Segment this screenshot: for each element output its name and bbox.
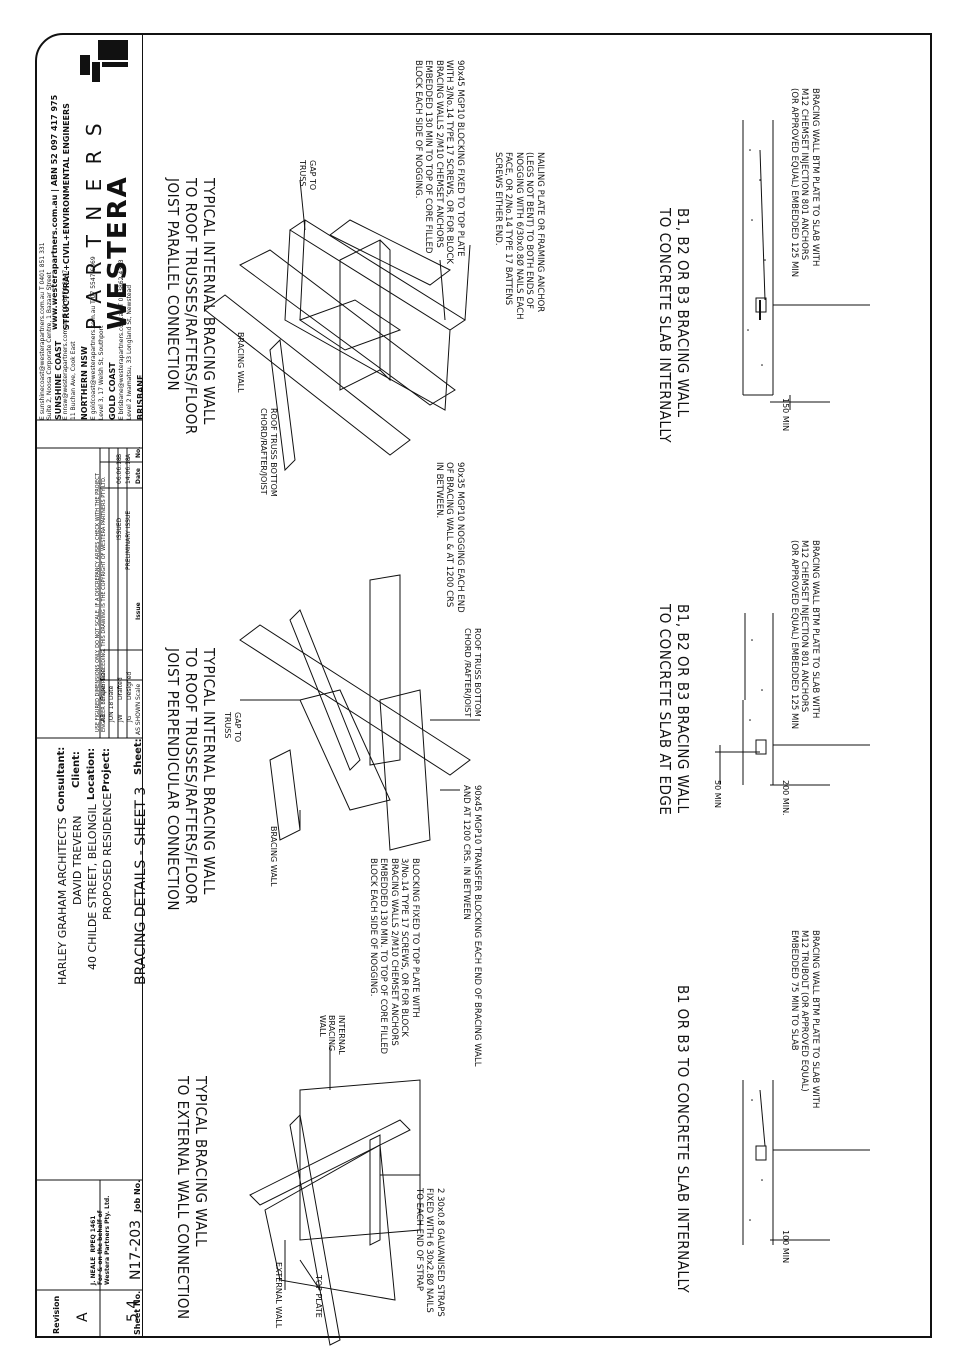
detail-note: 90x45 MGP10 TRANSFER BLOCKING EACH END O… (461, 785, 483, 1067)
revision-label: Revision (52, 1295, 61, 1334)
detail-note: 90x45 MGP10 BLOCKING FIXED TO TOP PLATE … (413, 60, 465, 264)
detail-label: TOP PLATE (314, 1275, 323, 1318)
meta-date-label: Date (108, 685, 115, 700)
detail-note: NAILING PLATE OR FRAMING ANCHOR (LEGS NO… (493, 152, 545, 320)
detail-title: B1, B2 OR B3 BRACING WALL TO CONCRETE SL… (656, 604, 692, 816)
meta-scale-label: Scale (135, 683, 142, 700)
sheet-border (35, 33, 932, 1338)
detail-label: EXTERNAL WALL (274, 1262, 283, 1329)
office-contact: E nnsw@westerapartners.com.au T 02 6674 … (62, 269, 69, 420)
detail-title: B1 OR B3 TO CONCRETE SLAB INTERNALLY (674, 985, 692, 1294)
meta-paper: A3 (100, 714, 107, 722)
detail-note: BRACING WALL BTM PLATE TO SLAB WITH M12 … (789, 540, 820, 730)
office-contact: E goldcoast@westerapartners.com.au T 07 … (90, 256, 97, 420)
sheet-number: 5.4 (125, 1299, 141, 1322)
location-value: 40 CHILDE STREET, BELONGIL (86, 804, 99, 970)
detail-title: TYPICAL INTERNAL BRACING WALL TO ROOF TR… (164, 178, 218, 435)
detail-label: GAP TO TRUSS (223, 712, 243, 743)
office-address: 11 Buchan Ave, Cook East (70, 341, 77, 420)
client-value: DAVID TREVERN (71, 815, 84, 906)
detail-label: BRACING WALL (269, 826, 278, 887)
dimension-label: 150 MIN (781, 398, 790, 432)
rev-header-issue: Issue (135, 602, 142, 620)
meta-paper-label: Paper Size (100, 668, 107, 700)
meta-drafted-label: Drafted (117, 677, 124, 700)
sheet-label: Sheet: (133, 738, 144, 775)
dimension-label: 50 MIN (713, 780, 722, 808)
office-name: BRISBANE (136, 374, 145, 420)
consultant-value: HARLEY GRAHAM ARCHITECTS (56, 817, 69, 985)
detail-label: ROOF TRUSS BOTTOM CHORD /RAFTER/JOIST (463, 628, 483, 718)
detail-label: ROOF TRUSS BOTTOM CHORD/RAFTER/JOIST (259, 408, 279, 497)
rev-cell: PRELIMINARY ISSUE (125, 510, 132, 570)
detail-label: INTERNAL BRACING WALL (318, 1015, 346, 1055)
detail-note: BLOCKING FIXED TO TOP PLATE WITH 3/No.14… (368, 858, 420, 1055)
meta-drafted: JW (117, 714, 124, 722)
location-label: Location: (86, 747, 97, 800)
office-name: GOLD COAST (108, 362, 117, 420)
rev-cell: ISSUED (116, 517, 123, 540)
detail-title: TYPICAL BRACING WALL TO EXTERNAL WALL CO… (174, 1076, 210, 1320)
meta-designed: JG (126, 715, 133, 722)
office-name: SUNSHINE COAST (54, 340, 63, 420)
title-block (35, 33, 143, 1338)
sheet-title: BRACING DETAILS - SHEET 3 (133, 786, 149, 985)
rev-header-no: No. (135, 446, 142, 458)
client-label: Client: (71, 751, 82, 788)
office-address: Level 3, 17 Welsh St, Southport (98, 325, 105, 420)
detail-label: GAP TO TRUSS (298, 160, 318, 191)
detail-note: BRACING WALL BTM PLATE TO SLAB WITH M12 … (789, 88, 820, 278)
revision-value: A (75, 1312, 91, 1322)
rev-cell: 06.06.18 (116, 457, 123, 484)
detail-title: TYPICAL INTERNAL BRACING WALL TO ROOF TR… (164, 648, 218, 911)
detail-label: BRACING WALL (236, 332, 245, 393)
office-address: Level 2 Iwamatsu, 33 Longland St, Newste… (126, 284, 133, 420)
detail-note: 90x35 MGP10 NOGGING EACH END OF BRACING … (434, 462, 465, 613)
detail-title: B1, B2 OR B3 BRACING WALL TO CONCRETE SL… (656, 208, 692, 444)
rev-header-date: Date (135, 468, 142, 484)
office-address: Suite 2, Noosa Corporate Centre, 1 Bazaa… (46, 272, 53, 420)
office-contact: E brisbane@westerapartners.com.au T 07 3… (118, 259, 125, 420)
rev-cell: 14.06.18 (125, 457, 132, 484)
project-value: PROPOSED RESIDENCE (101, 792, 114, 920)
project-label: Project: (101, 747, 112, 792)
job-label: Job No. (133, 1179, 142, 1212)
meta-designed-label: Designed (126, 671, 133, 700)
consultant-label: Consultant: (56, 746, 67, 812)
meta-date: JUN 18 (108, 701, 115, 722)
dimension-label: 200 MIN. (781, 780, 790, 816)
job-number: N17-203 (128, 1219, 144, 1280)
meta-scale: AS SHOWN (135, 701, 142, 735)
dimension-label: 100 MIN (781, 1230, 790, 1264)
office-name: NORTHERN NSW (80, 346, 89, 420)
detail-note: 2 30x0.8 GALVANISED STRAPS FIXED WITH 6 … (414, 1188, 445, 1317)
rpeq-signoff: J. NEALE RPEQ 1461 For & on the behalf o… (90, 1195, 111, 1285)
office-contact: E sunshinecoast@westerapartners.com.au T… (39, 242, 46, 420)
detail-note: BRACING WALL BTM PLATE TO SLAB WITH M12 … (789, 930, 820, 1109)
